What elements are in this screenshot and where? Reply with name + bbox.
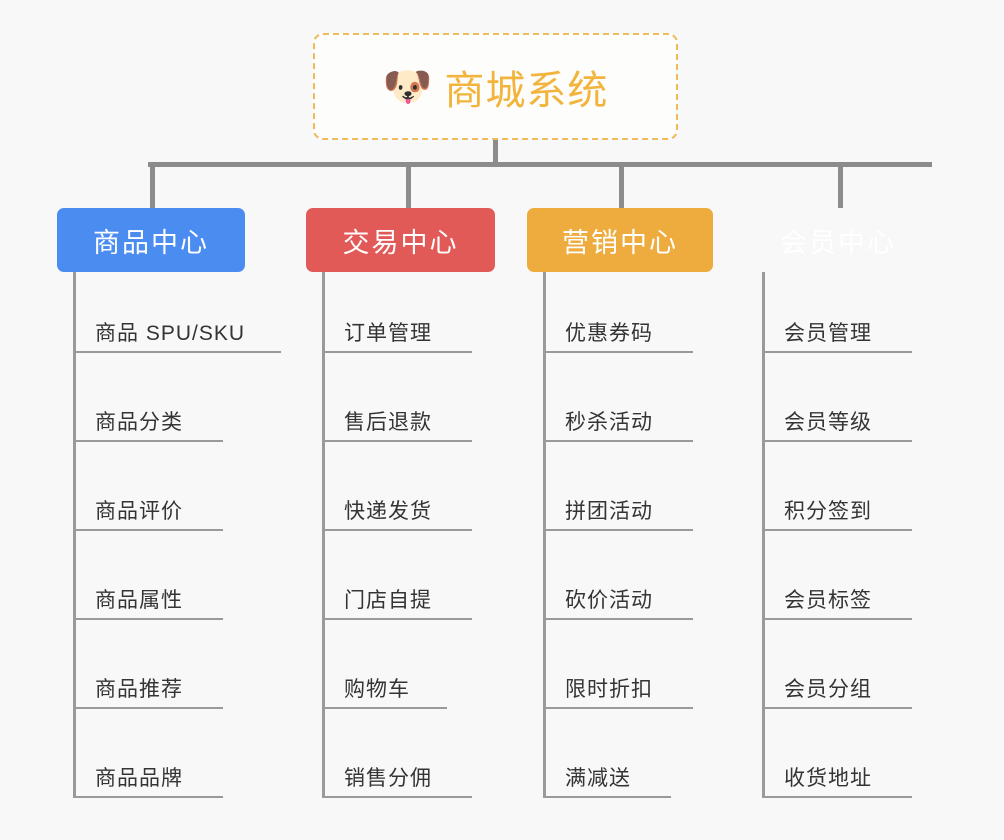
leaf-underline [543, 529, 693, 531]
column-1: 商品中心商品 SPU/SKU 商品分类商品评价商品属性商品推荐商品品牌 [57, 162, 281, 798]
column-rail [322, 272, 325, 798]
leaf-underline [543, 351, 693, 353]
leaf-item-label: 商品评价 [95, 500, 183, 523]
category-header-label: 交易中心 [342, 227, 459, 258]
leaf-underline [762, 707, 912, 709]
category-header-2[interactable]: 交易中心 [306, 208, 495, 272]
column-drop-connector [406, 162, 411, 208]
leaf-item-label: 限时折扣 [565, 678, 653, 701]
leaf-underline [543, 707, 693, 709]
column-drop-connector [150, 162, 155, 208]
leaf-underline [322, 618, 472, 620]
leaf-underline [543, 796, 671, 798]
leaf-underline [73, 351, 281, 353]
leaf-underline [322, 351, 472, 353]
leaf-item-label: 快递发货 [344, 500, 432, 523]
leaf-item-label: 购物车 [344, 678, 410, 701]
category-header-label: 商品中心 [93, 227, 209, 258]
category-header-label: 营销中心 [562, 227, 678, 258]
leaf-item-label: 会员管理 [784, 322, 872, 345]
category-header-3[interactable]: 营销中心 [527, 208, 713, 272]
leaf-underline [73, 529, 223, 531]
leaf-item-label: 会员等级 [784, 411, 872, 434]
leaf-item-label: 积分签到 [784, 500, 872, 523]
category-header-4[interactable]: 会员中心 [746, 208, 930, 272]
leaf-underline [73, 618, 223, 620]
leaf-underline [322, 796, 472, 798]
leaf-item-label: 商品品牌 [95, 767, 183, 790]
column-2: 交易中心订单管理售后退款快递发货门店自提购物车销售分佣 [306, 162, 495, 798]
horizontal-bus-connector [148, 162, 932, 167]
leaf-item-label: 砍价活动 [565, 589, 653, 612]
leaf-item-label: 满减送 [565, 767, 631, 790]
leaf-underline [322, 440, 472, 442]
root-stem-connector [493, 140, 498, 165]
leaf-underline [322, 707, 447, 709]
column-rail [543, 272, 546, 798]
leaf-item-label: 优惠券码 [565, 322, 653, 345]
column-drop-connector [838, 162, 843, 208]
column-rail [73, 272, 76, 798]
column-drop-connector [619, 162, 624, 208]
root-node[interactable]: 🐶 商城系统 [313, 33, 678, 140]
category-header-1[interactable]: 商品中心 [57, 208, 245, 272]
leaf-underline [543, 440, 693, 442]
leaf-item-label: 收货地址 [784, 767, 872, 790]
leaf-underline [762, 618, 912, 620]
column-rail [762, 272, 765, 798]
leaf-item-label: 门店自提 [344, 589, 432, 612]
column-3: 营销中心优惠券码秒杀活动拼团活动砍价活动限时折扣满减送 [527, 162, 713, 798]
leaf-item-label: 售后退款 [344, 411, 432, 434]
category-header-label: 会员中心 [780, 227, 896, 258]
leaf-item-label: 会员标签 [784, 589, 872, 612]
root-title: 商城系统 [444, 68, 609, 113]
leaf-underline [73, 796, 223, 798]
leaf-underline [762, 796, 912, 798]
leaf-item-label: 会员分组 [784, 678, 872, 701]
leaf-item-label: 商品推荐 [95, 678, 183, 701]
leaf-item-label: 商品 SPU/SKU [95, 322, 246, 345]
leaf-underline [762, 351, 912, 353]
leaf-underline [73, 440, 223, 442]
leaf-item-label: 订单管理 [344, 322, 432, 345]
leaf-underline [73, 707, 223, 709]
leaf-item-label: 拼团活动 [565, 500, 653, 523]
leaf-item-label: 销售分佣 [344, 767, 432, 790]
shiba-dog-face-icon: 🐶 [382, 64, 433, 109]
leaf-item-label: 秒杀活动 [565, 411, 653, 434]
leaf-underline [322, 529, 472, 531]
leaf-underline [762, 440, 912, 442]
leaf-underline [762, 529, 912, 531]
column-4: 会员中心会员管理会员等级积分签到会员标签会员分组收货地址 [746, 162, 930, 798]
leaf-item-label: 商品属性 [95, 589, 183, 612]
leaf-item-label: 商品分类 [95, 411, 183, 434]
leaf-underline [543, 618, 693, 620]
